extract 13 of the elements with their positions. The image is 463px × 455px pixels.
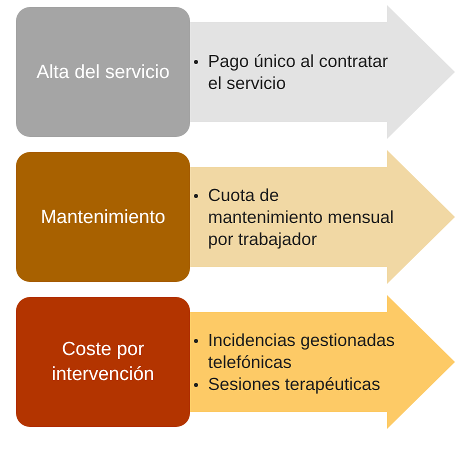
step-title: Alta del servicio [36,60,170,84]
pointed-banner [190,295,455,429]
step-title: Mantenimiento [40,206,166,230]
bullet-text: Sesiones terapéuticas [208,373,382,395]
pointed-banner [190,5,455,139]
bullet-text: Incidencias gestionadas telefónicas [208,329,396,373]
rounded-box [16,297,190,427]
rounded-box [16,152,190,282]
step-title: Coste por intervención [50,338,156,387]
pointed-banner [190,150,455,284]
rounded-box [16,7,190,137]
bullet-text: Cuota de mantenimiento mensual por trabajador [208,184,395,250]
bullet-text: Pago único al contratar el servicio [208,50,389,94]
